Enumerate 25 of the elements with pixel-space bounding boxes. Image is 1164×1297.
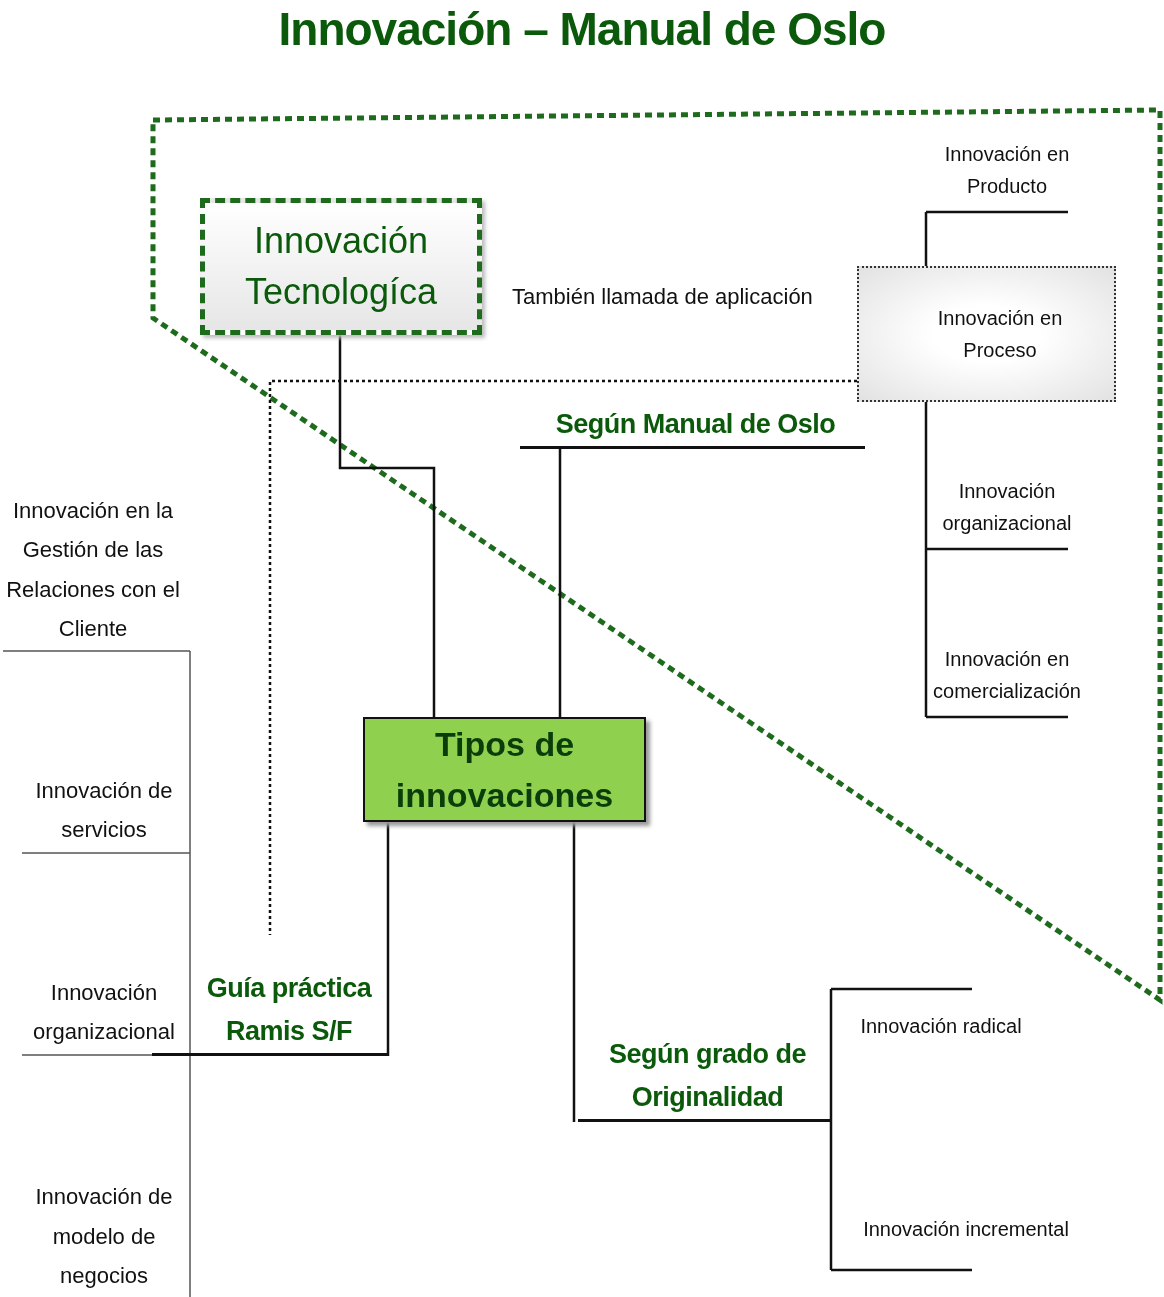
category-text: Innovación en la Gestión de las Relaciones con el Cliente bbox=[5, 496, 181, 644]
category-text: Innovación en comercialización bbox=[932, 647, 1082, 704]
category-text: Innovación radical bbox=[859, 1014, 1023, 1039]
note-text: También llamada de aplicación bbox=[512, 284, 813, 310]
connector-line bbox=[338, 335, 436, 717]
box-label: Guía práctica Ramis S/F bbox=[205, 971, 373, 1048]
category-text: Innovación incremental bbox=[862, 1217, 1070, 1242]
box-label: Tipos de innovaciones bbox=[394, 723, 615, 816]
category-text: Innovación organizacional bbox=[941, 479, 1073, 536]
box-label: Innovación Tecnologíca bbox=[243, 219, 439, 314]
title: Innovación – Manual de Oslo bbox=[277, 2, 887, 56]
connector-line bbox=[558, 449, 562, 717]
box-label: Según grado de Originalidad bbox=[608, 1037, 807, 1114]
category-text: Innovación en Producto bbox=[943, 142, 1071, 199]
category-text: Innovación de servicios bbox=[34, 776, 174, 845]
dotted-connector bbox=[268, 379, 857, 935]
category-text: Innovación organizacional bbox=[32, 978, 176, 1047]
box-label: Innovación en Proceso bbox=[936, 306, 1064, 363]
category-box bbox=[363, 717, 646, 822]
dashed-box bbox=[200, 198, 482, 335]
connector-line bbox=[572, 822, 576, 1122]
box-label: Según Manual de Oslo bbox=[554, 407, 837, 441]
connector-line bbox=[386, 822, 390, 1056]
dotted-box bbox=[857, 266, 1116, 402]
category-text: Innovación de modelo de negocios bbox=[34, 1183, 174, 1291]
